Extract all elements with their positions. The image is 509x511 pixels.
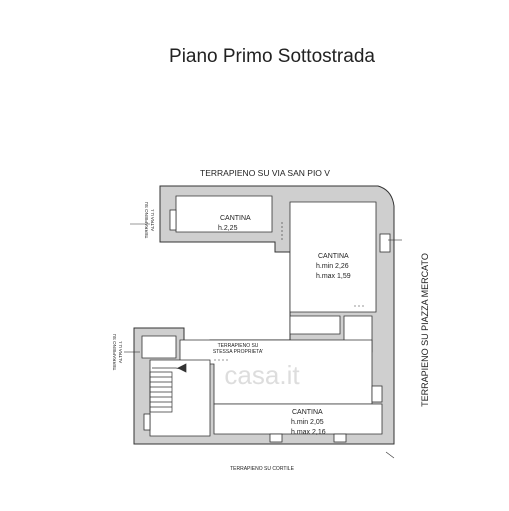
room-2-name: CANTINA bbox=[318, 253, 349, 260]
label-left-upper-1: TERRAPIENO SU bbox=[144, 202, 149, 239]
edge-markers bbox=[124, 223, 402, 459]
room-1-name: CANTINA bbox=[220, 215, 251, 222]
room-1-label: CANTINA h.2,25 bbox=[218, 215, 251, 232]
room-2-height-max: h.max 1,59 bbox=[316, 273, 351, 280]
room-3-height-max: h.max 2,16 bbox=[291, 429, 326, 436]
outer-walls bbox=[133, 185, 395, 445]
label-right-edge: TERRAPIENO SU PIAZZA MERCATO bbox=[420, 253, 430, 407]
plan-title: Piano Primo Sottostrada bbox=[169, 46, 375, 67]
label-center-1: TERRAPIENO SU bbox=[218, 343, 259, 349]
door-lines bbox=[214, 222, 366, 361]
room-3-height-min: h.min 2,05 bbox=[291, 419, 324, 426]
label-center-2: STESSA PROPRIETA' bbox=[213, 349, 263, 355]
label-left-lower-2: ALTRA U.I. bbox=[118, 341, 123, 363]
room-1-height: h.2,25 bbox=[218, 225, 238, 232]
wall-openings bbox=[143, 209, 391, 443]
room-3-label: CANTINA h.min 2,05 h.max 2,16 bbox=[291, 409, 326, 436]
label-left-lower-1: TERRAPIENO SU bbox=[112, 334, 117, 371]
room-2-height-min: h.min 2,26 bbox=[316, 263, 349, 270]
label-left-upper-2: ALTRA U.I. bbox=[150, 209, 155, 231]
room-3-name: CANTINA bbox=[292, 409, 323, 416]
staircase bbox=[149, 363, 187, 413]
label-top-edge: TERRAPIENO SU VIA SAN PIO V bbox=[200, 168, 330, 178]
watermark-logo: casa.it bbox=[224, 360, 300, 390]
label-bottom-edge: TERRAPIENO SU CORTILE bbox=[230, 466, 294, 472]
room-2-label: CANTINA h.min 2,26 h.max 1,59 bbox=[316, 253, 351, 280]
